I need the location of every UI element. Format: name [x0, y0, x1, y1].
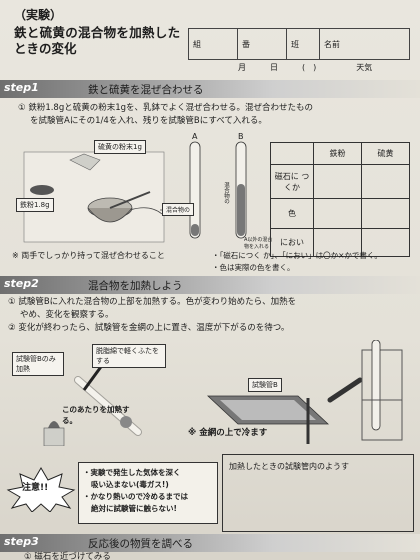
number-field[interactable]: 番: [238, 29, 287, 59]
step1-label: step1: [4, 81, 39, 94]
step2-heading: 混合物を加熱しよう: [88, 280, 183, 292]
experiment-tag: （実験）: [14, 8, 63, 22]
col-header-sulfur: 硫黄: [361, 142, 410, 165]
cell-sulfur-smell[interactable]: [361, 228, 410, 257]
step2-label: step2: [4, 277, 39, 290]
mixture-label-b: 混合物の: [223, 182, 229, 204]
student-info-box: 組 番 班 名前: [188, 28, 410, 60]
weather-field[interactable]: 天気: [356, 63, 373, 72]
step2-instructions: ① 試験管Bに入れた混合物の上部を加熱する。色が変わり始めたら、加熱を やめ、変…: [8, 296, 418, 335]
cell-sulfur-color[interactable]: [361, 198, 410, 229]
date-row: 月 日 ( ) 天気: [238, 62, 372, 73]
class-field[interactable]: 組: [189, 29, 238, 59]
step3-heading: 反応後の物質を調べる: [88, 538, 193, 550]
step1-heading: 鉄と硫黄を混ぜ合わせる: [88, 84, 204, 96]
observation-answer-box[interactable]: 加熱したときの試験管内のようす: [222, 454, 414, 532]
heat-here-label: このあたりを加熱する。: [62, 405, 130, 425]
cotton-label: 脱脂綿で軽くふたをする: [92, 344, 166, 368]
observation-table: 鉄粉 硫黄 磁石に つくか 色 におい: [270, 142, 410, 257]
step2-text-line2: やめ、変化を観察する。: [20, 310, 114, 320]
name-field[interactable]: 名前: [324, 39, 340, 49]
step3-label: step3: [4, 535, 39, 548]
step1-text-line1: ① 鉄粉1.8gと硫黄の粉末1gを、乳鉢でよく混ぜ合わせる。混ぜ合わせたもの: [18, 103, 314, 113]
step1-text-line2: を試験管Aにその1/4を入れ、残りを試験管Bにすべて入れる。: [30, 116, 267, 126]
page-title-line1: 鉄と硫黄の混合物を加熱した: [14, 25, 181, 40]
col-header-iron: 鉄粉: [313, 142, 362, 165]
row-header-magnet: 磁石に つくか: [270, 164, 314, 199]
tube-a-label: A: [192, 132, 198, 141]
cell-iron-color[interactable]: [313, 198, 362, 229]
cell-iron-smell[interactable]: [313, 228, 362, 257]
step3-band: [0, 534, 420, 552]
tube-b-cool-label: 試験管B: [248, 378, 282, 392]
cell-sulfur-magnet[interactable]: [361, 164, 410, 199]
cool-note: ※ 金網の上で冷ます: [188, 428, 268, 438]
note-color: ・色は実際の色を書く。: [212, 263, 295, 272]
heating-illustration: [43, 340, 403, 446]
tube-b-note: A以外の混合物を入れる: [244, 237, 273, 250]
cell-iron-magnet[interactable]: [313, 164, 362, 199]
caution-burst-icon: [6, 467, 76, 512]
caution-box: ・実験で発生した気体を深く 吸い込まない(毒ガス!) ・かなり熱いので冷めるまで…: [78, 462, 218, 524]
page-title-line2: ときの変化: [14, 41, 77, 56]
caution-line2: 吸い込まない(毒ガス!): [91, 480, 169, 489]
day-field[interactable]: 日: [270, 63, 278, 72]
table-corner: [270, 142, 314, 165]
caution-line4: 絶対に試験管に触らない!: [91, 504, 177, 513]
weekday-field[interactable]: ( ): [302, 63, 317, 72]
tube-b-heat-label: 試験管Bのみ加熱: [12, 352, 64, 376]
step1-band: [0, 80, 420, 98]
note-symbols: ・「磁石につく か」、「におい」は〇か×かで書く。: [212, 251, 382, 260]
step1-instructions: ① 鉄粉1.8gと硫黄の粉末1gを、乳鉢でよく混ぜ合わせる。混ぜ合わせたもの を…: [18, 102, 414, 128]
sulfur-label: 硫黄の粉末1g: [94, 140, 146, 154]
caution-badge: 注意!!: [22, 483, 49, 493]
caution-line1: ・実験で発生した気体を深く: [83, 468, 181, 477]
mixture-label-a: 混合物の: [162, 203, 195, 216]
step2-text-line3: ② 変化が終わったら、試験管を金網の上に置き、温度が下がるのを待つ。: [8, 323, 290, 333]
caution-line3: ・かなり熱いので冷めるまでは: [83, 492, 188, 501]
iron-label: 鉄粉1.8g: [16, 198, 54, 212]
step2-band: [0, 276, 420, 294]
step3-text-line1: ① 磁石を近づけてみる: [24, 552, 111, 560]
note-hands: ※ 両手でしっかり持って混ぜ合わせること: [12, 251, 165, 260]
mixing-illustration: [23, 141, 247, 243]
step2-text-line1: ① 試験管Bに入れた混合物の上部を加熱する。色が変わり始めたら、加熱を: [8, 297, 297, 307]
group-field[interactable]: 班: [287, 29, 320, 59]
observation-title: 加熱したときの試験管内のようす: [229, 462, 349, 471]
month-field[interactable]: 月: [238, 63, 246, 72]
row-header-color: 色: [270, 198, 314, 229]
tube-b-label: B: [238, 132, 244, 141]
